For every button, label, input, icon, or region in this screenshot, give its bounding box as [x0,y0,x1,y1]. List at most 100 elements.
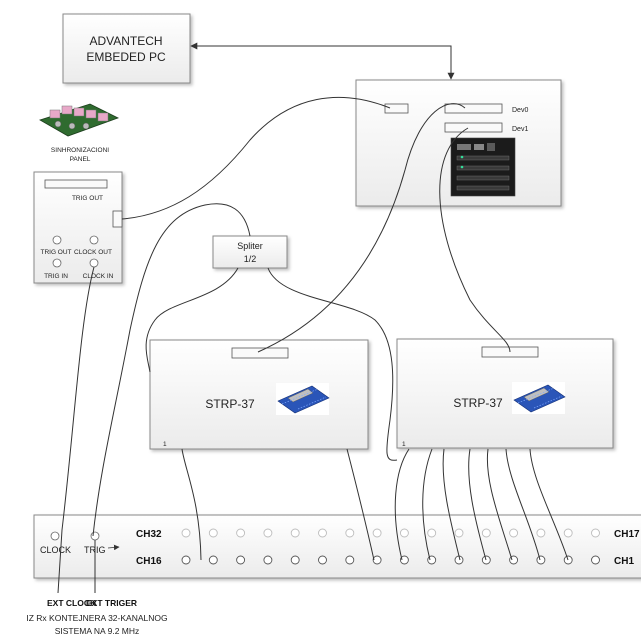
cable-dev0-to-strp-left [257,103,466,353]
embedded-pc-box: ADVANTECH EMBEDED PC [62,13,191,84]
cable-splitter-right-branch [267,267,398,461]
splitter-line2: 1/2 [244,254,257,264]
splitter-line1: Spliter [237,241,263,251]
dev0-slot [444,103,503,114]
strp-right-box: STRP-37 1 [396,338,614,449]
row1-right-label: CH17 [614,529,640,540]
ext-trigger-label: EXT TRIGER [86,598,137,608]
patch-jack [181,555,191,565]
patch-jack [236,528,246,538]
patch-jack [236,555,246,565]
strp-left-title: STRP-37 [205,397,255,411]
strp-right-pin: 1 [402,441,406,448]
sync-panel-trig-out-label: TRIG OUT [72,195,103,202]
trig-in-jack [52,258,62,268]
patch-jack [563,528,573,538]
patch-jack [536,528,546,538]
patch-jack [481,528,491,538]
strp-right-board-icon [512,382,566,414]
cables [57,97,569,594]
dev0-label: Dev0 [512,107,528,114]
splitter-box: Spliter 1/2 [212,235,288,269]
clock-out-jack [89,235,99,245]
cable-strp-left-2 [346,448,375,561]
patch-clock-label: CLOCK [40,545,71,555]
clock-in-jack [89,258,99,268]
sync-panel-box: TRIG OUT TRIG OUT CLOCK OUT TRIG IN CLOC… [33,171,123,284]
pc-link-arrow [199,45,455,80]
source-line1: IZ Rx KONTEJNERA 32-KANALNOG [26,613,167,623]
row1-jacks [181,528,600,538]
dev1-label: Dev1 [512,126,528,133]
cable-splitter-left-branch [145,267,239,373]
patch-jack [399,555,409,565]
patch-jack [181,528,191,538]
trig-out-jack [52,235,62,245]
trig-in-port-label: TRIG IN [44,273,68,280]
trig-bnc [90,531,100,541]
sync-panel-board-icon [39,103,120,137]
sync-panel-slot [44,179,108,189]
patch-panel: CLOCK TRIG CH32 CH16 CH17 CH1 [33,514,641,579]
patch-jack [263,528,273,538]
row2-right-label: CH1 [614,556,634,567]
strp-left-board-icon [276,383,330,415]
patch-jack [318,555,327,565]
embedded-pc-line2: EMBEDED PC [86,50,166,64]
strp-left-slot [231,347,289,359]
cable-strp-right-7 [529,448,569,561]
patch-jack [208,555,218,565]
cable-strp-right-2 [422,448,433,561]
sync-panel-caption-line2: PANEL [70,156,91,163]
patch-jack [399,528,409,538]
row1-label: CH32 [136,529,162,540]
cable-strp-right-1 [394,448,410,561]
patch-jack [290,555,300,565]
clock-bnc [50,531,60,541]
cable-dev1-to-strp-right [439,127,511,353]
patch-jack [345,528,355,538]
patch-jack [591,528,600,538]
trig-arrow [107,544,120,551]
patch-jack [509,528,519,538]
row2-jacks [181,555,600,565]
patch-jack [591,555,600,565]
patch-jack [372,555,382,565]
computer-image [450,137,516,197]
daq-pc-box: Dev0 Dev1 [355,79,562,207]
cable-splitter-to-trig [92,203,251,537]
source-line2: SISTEMA NA 9.2 MHz [55,626,140,636]
cable-strp-right-6 [505,448,541,561]
patch-jack [263,555,273,565]
cable-strp-right-3 [442,448,461,561]
clock-in-port-label: CLOCK IN [83,273,114,280]
strp-right-title: STRP-37 [453,396,503,410]
dev1-slot [444,122,503,133]
patch-jack [372,528,382,538]
patch-jack [208,528,218,538]
patch-jack [454,528,464,538]
patch-jack [536,555,546,565]
clock-out-port-label: CLOCK OUT [74,249,112,256]
cable-strp-right-4 [468,448,487,561]
row2-label: CH16 [136,556,162,567]
patch-jack [318,528,327,538]
patch-jack [563,555,573,565]
patch-jack [427,528,437,538]
patch-jack [345,555,355,565]
strp-left-pin: 1 [163,441,167,448]
daq-trigger-slot [384,103,409,114]
sync-panel-side-connector [112,210,123,228]
cable-strp-left-1 [181,448,202,561]
strp-left-box: STRP-37 1 [149,339,369,450]
embedded-pc-line1: ADVANTECH [89,34,162,48]
ext-clock-label: EXT CLOCK [47,598,97,608]
patch-jack [481,555,491,565]
patch-jack [290,528,300,538]
cable-strp-right-5 [486,448,513,561]
cable-trig-out-to-daq [121,97,391,220]
trig-out-port-label: TRIG OUT [40,249,71,256]
cable-clock-in-to-ext [57,266,95,594]
